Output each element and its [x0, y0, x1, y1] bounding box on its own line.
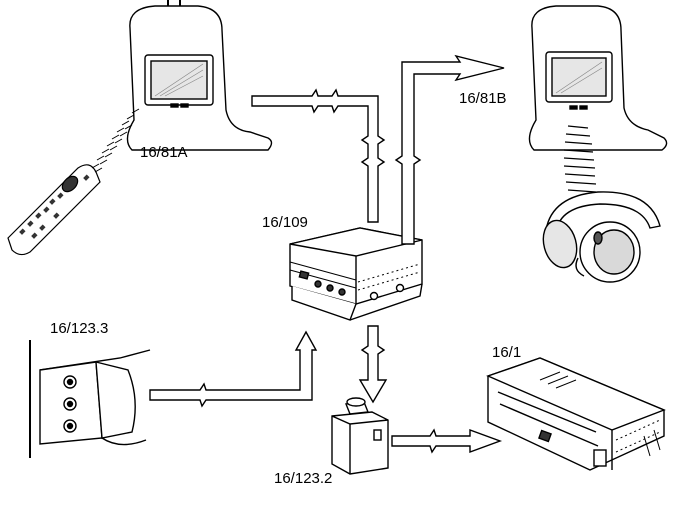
label-central-unit: 16/109 — [262, 214, 308, 231]
ir-beam-left — [91, 108, 140, 173]
label-headrest-right: 16/81B — [459, 90, 507, 107]
central-unit-16-109 — [289, 227, 423, 321]
label-adapter-box: 16/123.2 — [274, 470, 333, 487]
label-headrest-left: 16/81A — [140, 144, 188, 161]
remote-control — [7, 164, 101, 256]
label-head-unit: 16/1 — [492, 344, 522, 361]
head-unit-16-1 — [486, 357, 666, 471]
ir-beam-right — [563, 125, 597, 193]
headrest-display-left — [126, 0, 273, 151]
link-central-adapter — [358, 325, 388, 404]
aux-jack-panel-16-123-3 — [29, 340, 151, 458]
label-aux-panel: 16/123.3 — [50, 320, 109, 337]
wireless-headphones — [542, 191, 661, 283]
headrest-display-right — [528, 5, 668, 151]
link-left-display-central — [251, 88, 386, 223]
adapter-box-16-123-2 — [331, 397, 389, 475]
link-central-right-display — [394, 54, 505, 245]
link-adapter-headunit — [391, 428, 503, 454]
link-aux-panel-central — [149, 330, 318, 408]
